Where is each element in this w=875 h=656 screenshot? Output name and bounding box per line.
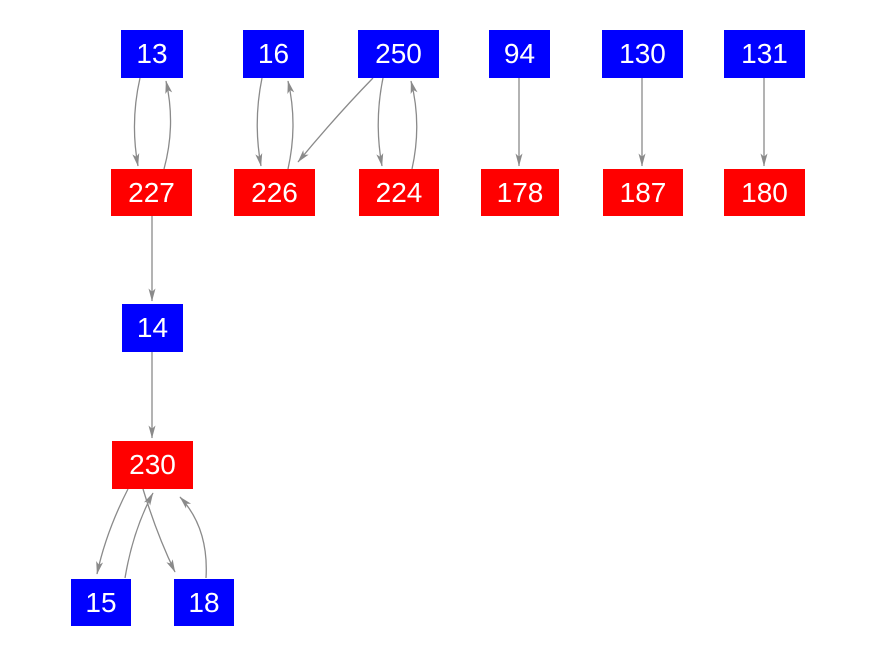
node-131: 131 [724, 30, 805, 78]
node-16: 16 [243, 30, 304, 78]
edge-230-to-15 [96, 488, 129, 575]
edge-227-to-13 [163, 80, 173, 170]
node-226: 226 [234, 169, 315, 216]
edges-group [96, 77, 768, 579]
edge-230-to-18 [142, 488, 176, 573]
edge-250-to-226 [297, 77, 374, 163]
edge-15-to-230 [124, 492, 154, 579]
node-13: 13 [121, 30, 183, 78]
node-187: 187 [603, 169, 683, 216]
node-15: 15 [71, 579, 131, 626]
node-224: 224 [359, 169, 439, 216]
edge-16-to-226 [255, 77, 263, 167]
node-178: 178 [481, 169, 559, 216]
node-180: 180 [724, 169, 805, 216]
node-227: 227 [111, 169, 192, 216]
edge-13-to-227 [132, 77, 141, 167]
edge-18-to-230 [179, 496, 207, 579]
node-230: 230 [112, 441, 193, 489]
edge-224-to-250 [410, 80, 418, 170]
node-14: 14 [122, 304, 183, 352]
node-18: 18 [174, 579, 234, 626]
edge-250-to-224 [376, 77, 384, 167]
node-94: 94 [489, 30, 550, 78]
node-130: 130 [602, 30, 683, 78]
node-250: 250 [358, 30, 439, 78]
edge-226-to-16 [287, 80, 295, 170]
